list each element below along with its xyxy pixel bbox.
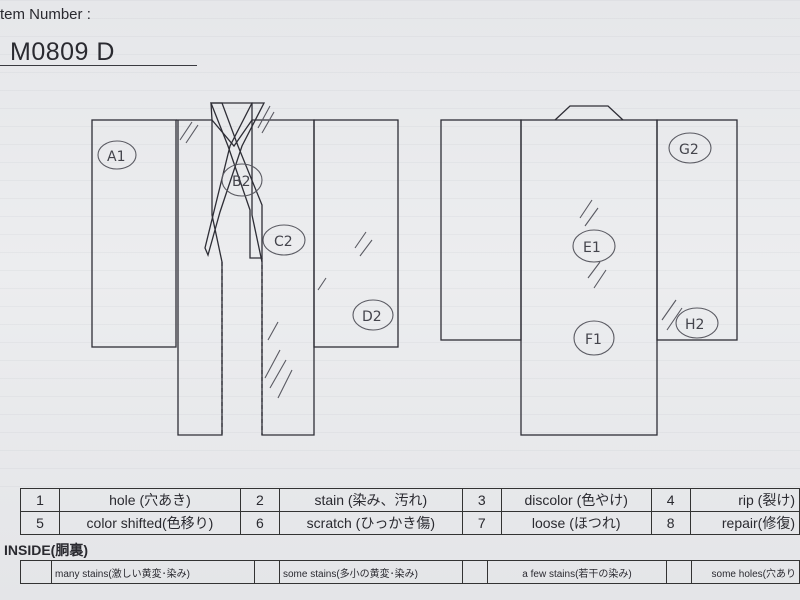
mark-circle bbox=[97, 140, 137, 170]
legend-number: 5 bbox=[20, 511, 60, 535]
inside-label-cell: a few stains(若干の染み) bbox=[487, 560, 667, 584]
back-left-sleeve bbox=[440, 119, 522, 341]
front-right-sleeve bbox=[313, 119, 399, 348]
inside-checkbox-cell bbox=[20, 560, 52, 584]
hatch-mark bbox=[179, 121, 199, 144]
hatch-mark bbox=[579, 199, 607, 289]
mark-label-d2: D2 bbox=[362, 309, 382, 325]
item-number-label: tem Number : bbox=[0, 6, 91, 23]
front-left-sleeve bbox=[91, 119, 177, 348]
legend-label: loose (ほつれ) bbox=[500, 511, 652, 535]
legend-row: 5 color shifted(色移り) 6 scratch (ひっかき傷) 7… bbox=[20, 511, 800, 535]
mark-circle bbox=[573, 320, 615, 356]
hatch-mark bbox=[317, 231, 373, 291]
hatch-mark bbox=[257, 105, 275, 134]
back-body bbox=[520, 119, 658, 436]
mark-circle bbox=[262, 224, 306, 256]
front-left-body bbox=[176, 119, 223, 436]
legend-number: 4 bbox=[650, 488, 691, 512]
inside-row: many stains(激しい黄変･染み) some stains(多小の黄変･… bbox=[20, 560, 800, 584]
kimono-diagram: A1 B2 C2 D2 E1 F1 G2 H2 bbox=[91, 102, 738, 436]
inside-label-cell: many stains(激しい黄変･染み) bbox=[51, 560, 255, 584]
mark-label-c2: C2 bbox=[274, 234, 293, 250]
item-number-value: M0809 D bbox=[10, 38, 115, 66]
mark-circle bbox=[675, 307, 719, 339]
legend-number: 2 bbox=[239, 488, 280, 512]
mark-circle bbox=[572, 229, 616, 263]
legend-label: repair(修復) bbox=[689, 511, 800, 535]
legend-number: 8 bbox=[650, 511, 691, 535]
inside-checkbox-cell bbox=[462, 560, 488, 584]
inside-lining-table: many stains(激しい黄変･染み) some stains(多小の黄変･… bbox=[20, 560, 800, 584]
mark-circle bbox=[352, 299, 394, 331]
hatch-mark bbox=[661, 299, 683, 331]
legend-label: discolor (色やけ) bbox=[500, 488, 652, 512]
mark-label-a1: A1 bbox=[107, 149, 125, 165]
legend-row: 1 hole (穴あき) 2 stain (染み、汚れ) 3 discolor … bbox=[20, 488, 800, 512]
item-number-underline bbox=[0, 65, 197, 66]
damage-legend-table: 1 hole (穴あき) 2 stain (染み、汚れ) 3 discolor … bbox=[20, 488, 800, 535]
mark-label-f1: F1 bbox=[585, 332, 602, 348]
legend-number: 3 bbox=[461, 488, 502, 512]
legend-number: 7 bbox=[461, 511, 502, 535]
mark-label-h2: H2 bbox=[685, 317, 704, 333]
collar-band-right bbox=[204, 102, 266, 257]
back-collar bbox=[554, 105, 624, 121]
mark-label-g2: G2 bbox=[679, 142, 699, 158]
mark-label-e1: E1 bbox=[583, 240, 601, 256]
inside-label-cell: some stains(多小の黄変･染み) bbox=[279, 560, 463, 584]
legend-label: hole (穴あき) bbox=[59, 488, 241, 512]
faint-background-grid bbox=[0, 0, 800, 490]
legend-label: scratch (ひっかき傷) bbox=[278, 511, 463, 535]
inside-checkbox-cell bbox=[254, 560, 280, 584]
legend-label: rip (裂け) bbox=[689, 488, 800, 512]
legend-number: 6 bbox=[239, 511, 280, 535]
legend-label: stain (染み、汚れ) bbox=[278, 488, 463, 512]
inside-checkbox-cell bbox=[666, 560, 692, 584]
inside-label-cell: some holes(穴あり bbox=[691, 560, 800, 584]
mark-circle bbox=[221, 163, 263, 197]
mark-label-b2: B2 bbox=[232, 174, 251, 190]
inside-section-title: INSIDE(胴裏) bbox=[4, 542, 88, 558]
legend-number: 1 bbox=[20, 488, 60, 512]
mark-circle bbox=[668, 132, 712, 164]
hatch-mark bbox=[264, 321, 293, 399]
legend-label: color shifted(色移り) bbox=[59, 511, 241, 535]
collar-back bbox=[210, 102, 253, 148]
